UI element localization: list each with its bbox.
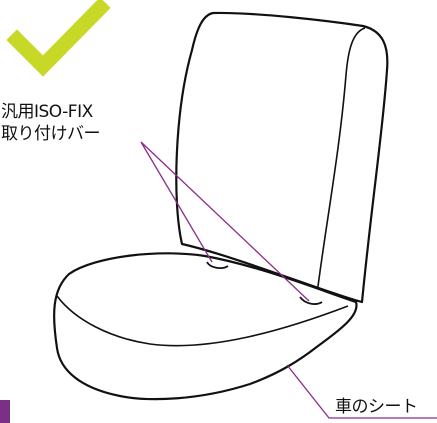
seat-cushion [53,252,358,401]
car-seat-callout-line [286,364,437,419]
isofix-callout-line-left [140,141,213,263]
isofix-bar-right [299,296,323,305]
seat-back-side-panel [316,27,366,295]
isofix-label-line2: 取り付けバー [1,124,101,144]
accent-tab [0,400,10,423]
isofix-callout-line-right [140,141,310,302]
isofix-bar-label: 汎用ISO-FIX 取り付けバー [1,101,101,145]
car-seat-label: 車のシート [335,397,418,417]
isofix-label-line1: 汎用ISO-FIX [1,102,93,122]
isofix-bar-left [206,261,229,269]
seat-back [175,11,389,304]
checkmark-icon [6,0,111,77]
seat-cushion-edge [56,295,349,347]
